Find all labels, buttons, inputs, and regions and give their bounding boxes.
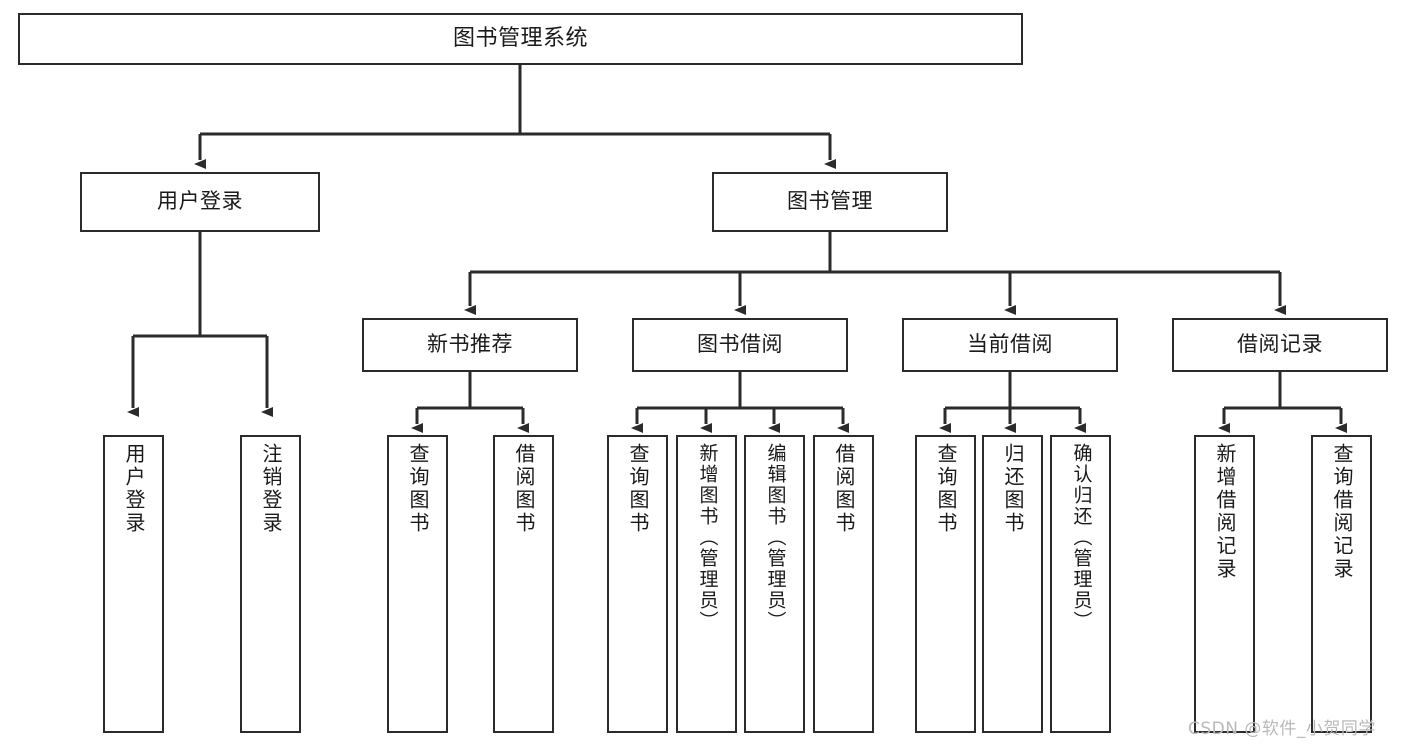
leaf-add-borrow-record[interactable]: 新增借阅记录 — [1194, 435, 1255, 733]
leaf-borrow-book-borrow[interactable]: 借阅图书 — [813, 435, 874, 733]
leaf-query-book-borrow[interactable]: 查询图书 — [607, 435, 668, 733]
leaf-query-book-recommend[interactable]: 查询图书 — [387, 435, 448, 733]
node-label: 查询借阅记录 — [1330, 443, 1354, 581]
node-book-management[interactable]: 图书管理 — [712, 172, 948, 232]
node-root-book-management-system[interactable]: 图书管理系统 — [18, 13, 1023, 65]
leaf-return-book[interactable]: 归还图书 — [982, 435, 1043, 733]
leaf-query-book-current[interactable]: 查询图书 — [915, 435, 976, 733]
node-label: 查询图书 — [626, 443, 650, 535]
node-current-borrow[interactable]: 当前借阅 — [902, 318, 1118, 372]
node-borrow-record[interactable]: 借阅记录 — [1172, 318, 1388, 372]
node-label: 图书借阅 — [697, 332, 783, 357]
leaf-borrow-book-recommend[interactable]: 借阅图书 — [493, 435, 554, 733]
node-label: 借阅图书 — [512, 443, 536, 535]
node-label: 借阅图书 — [832, 443, 856, 535]
leaf-user-login[interactable]: 用户登录 — [103, 435, 164, 733]
node-label: 图书管理 — [787, 189, 873, 214]
node-book-borrow[interactable]: 图书借阅 — [632, 318, 848, 372]
node-label: 新增图书（管理员） — [696, 443, 719, 632]
leaf-confirm-return-admin[interactable]: 确认归还（管理员） — [1050, 435, 1111, 733]
node-label: 图书管理系统 — [452, 25, 588, 51]
node-label: 借阅记录 — [1237, 332, 1323, 357]
node-label: 新书推荐 — [427, 332, 513, 357]
node-label: 查询图书 — [934, 443, 958, 535]
node-label: 当前借阅 — [967, 332, 1053, 357]
leaf-edit-book-admin[interactable]: 编辑图书（管理员） — [744, 435, 805, 733]
node-user-login[interactable]: 用户登录 — [80, 172, 320, 232]
node-label: 用户登录 — [157, 189, 243, 214]
csdn-watermark: CSDN @软件_小贺同学 — [1188, 719, 1376, 739]
node-label: 编辑图书（管理员） — [764, 443, 787, 632]
node-label: 注销登录 — [259, 443, 283, 535]
node-label: 归还图书 — [1001, 443, 1025, 535]
node-label: 用户登录 — [122, 443, 146, 535]
leaf-add-book-admin[interactable]: 新增图书（管理员） — [676, 435, 737, 733]
node-label: 确认归还（管理员） — [1070, 443, 1093, 632]
leaf-query-borrow-record[interactable]: 查询借阅记录 — [1311, 435, 1372, 733]
leaf-logout[interactable]: 注销登录 — [240, 435, 301, 733]
node-label: 查询图书 — [406, 443, 430, 535]
node-new-book-recommend[interactable]: 新书推荐 — [362, 318, 578, 372]
node-label: 新增借阅记录 — [1213, 443, 1237, 581]
